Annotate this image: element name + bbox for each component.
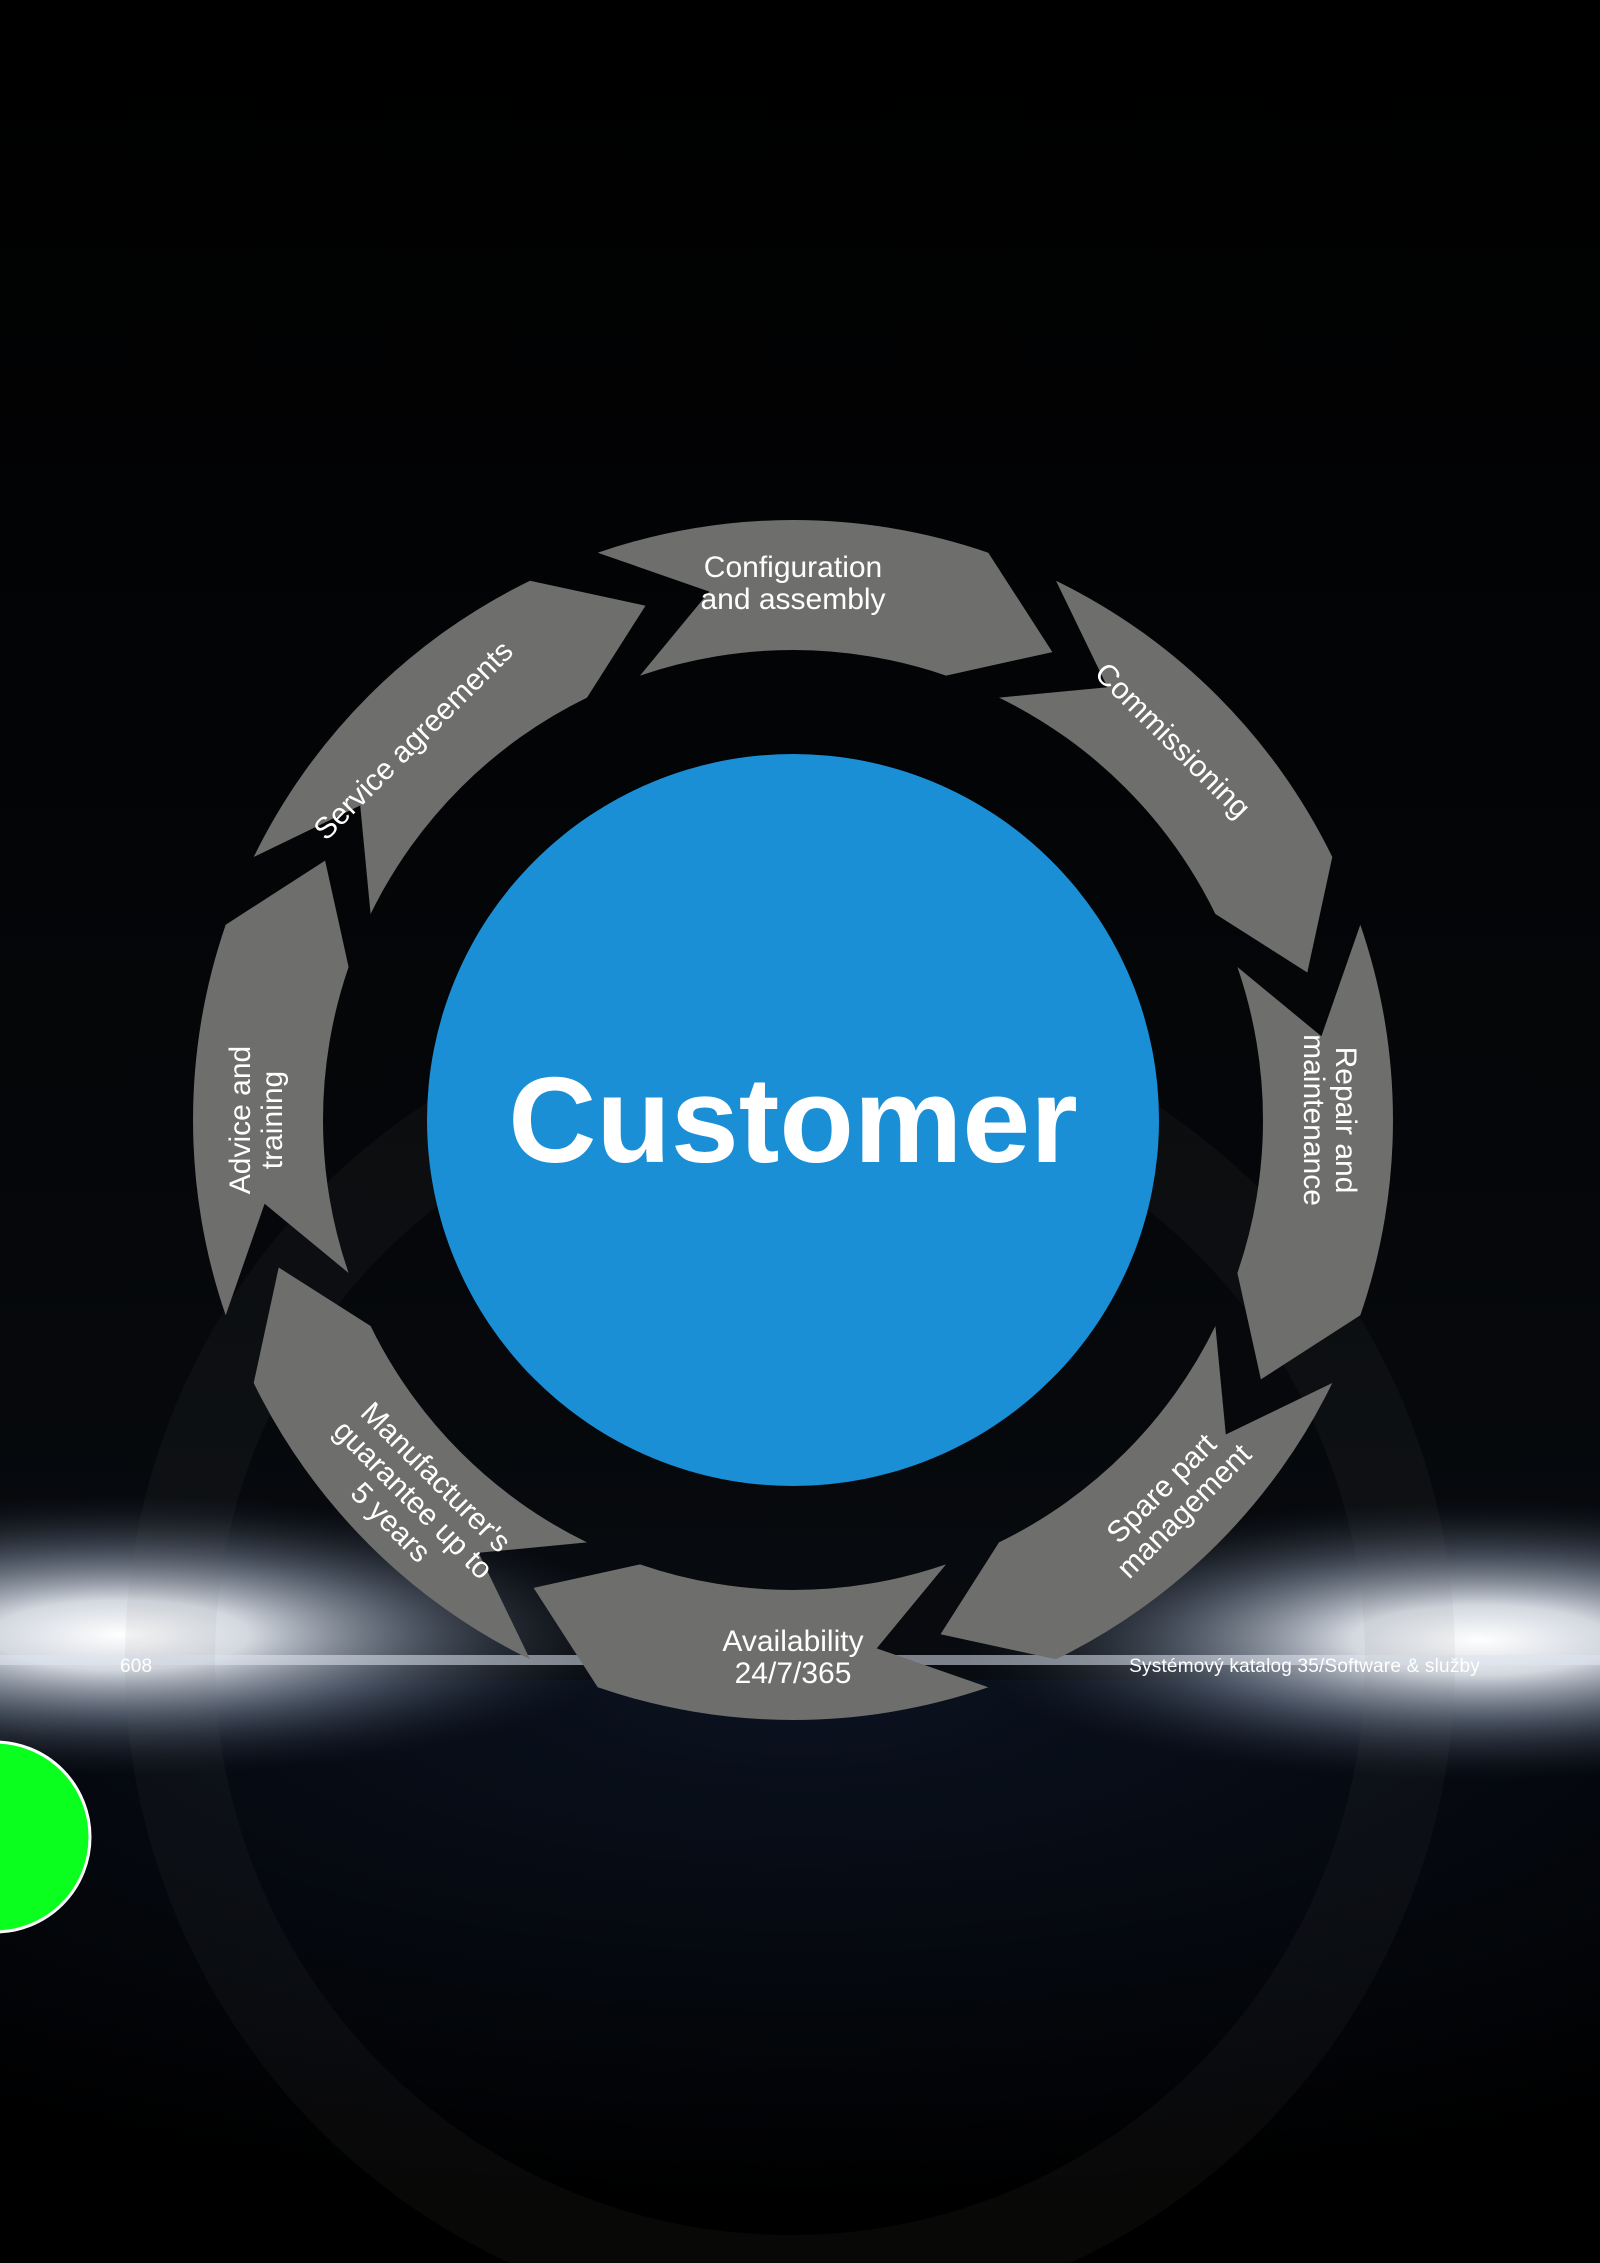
segment-label: Repair andmaintenance [1297,1034,1362,1206]
page-number: 608 [120,1656,153,1677]
segment-label-line: training [256,1071,289,1169]
segment-arrow [940,1326,1333,1660]
segment-arrow [193,860,349,1316]
center-label: Customer [508,1052,1077,1188]
segment-arrow [597,520,1053,676]
segment-arrow [533,1564,989,1720]
segment-label-line: and assembly [700,583,885,616]
segment-arrow [1237,924,1393,1380]
catalog-title: Systémový katalog 35/Software & služby [1129,1656,1480,1677]
floor-shadow [0,1680,1600,2263]
customer-circle [427,754,1159,1486]
segment-label-line: maintenance [1297,1034,1330,1206]
segment-arrow [253,580,646,914]
segment-label-line: Configuration [704,551,882,584]
segment-label: Advice andtraining [224,1046,289,1194]
segment-label-line: Repair and [1329,1047,1362,1194]
segment-arrow [253,1267,587,1660]
segment-label-line: Availability [722,1625,863,1658]
green-marker [0,1740,92,1934]
segment-label-line: Advice and [224,1046,257,1194]
segment-arrow [999,580,1333,973]
segment-label-line: 24/7/365 [735,1657,852,1690]
